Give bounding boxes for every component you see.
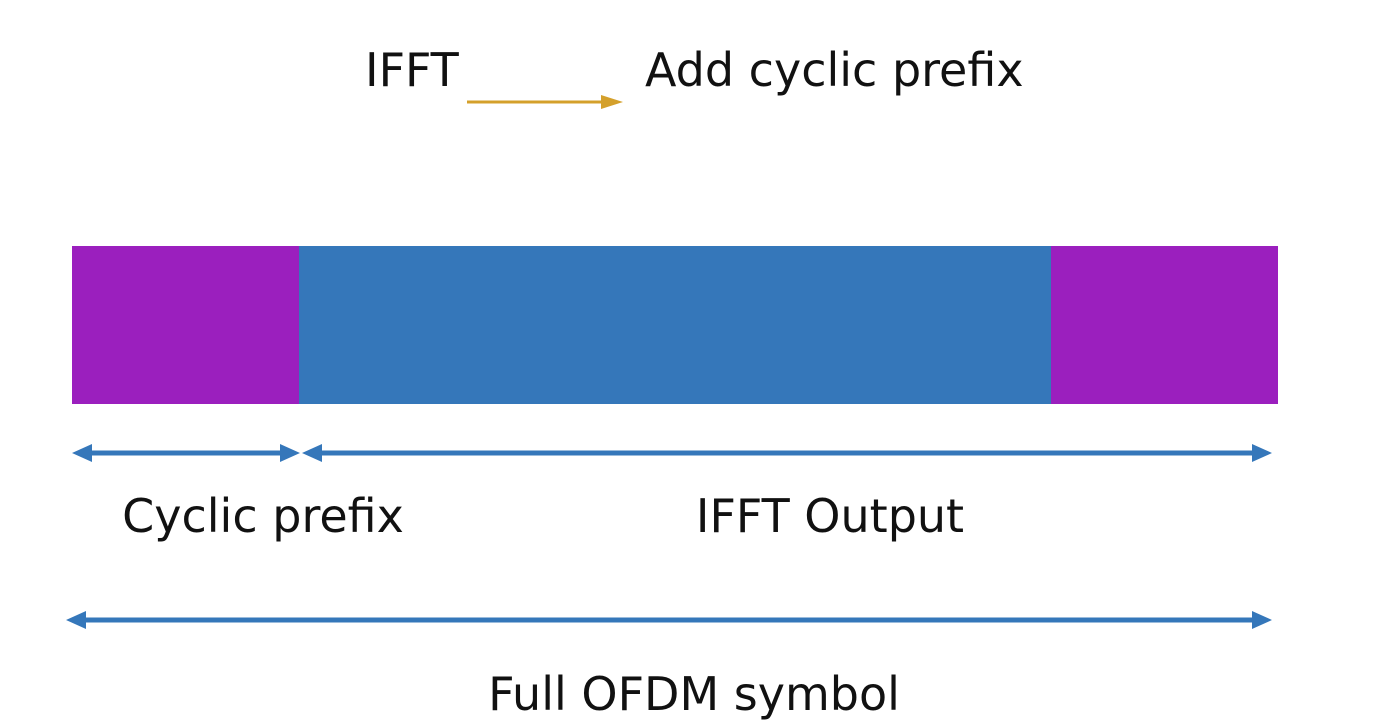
step-add-prefix-label: Add cyclic prefix [645, 43, 1024, 97]
cyclic-prefix-label: Cyclic prefix [122, 489, 404, 543]
ifft-output-label: IFFT Output [695, 489, 965, 543]
full-symbol-span-arrow [66, 611, 1272, 629]
cyclic-prefix-span-arrow [72, 444, 300, 462]
copied-tail-segment [1051, 246, 1278, 404]
flow-arrow-icon [467, 95, 623, 109]
step-ifft-label: IFFT [365, 43, 459, 97]
full-ofdm-symbol-label: Full OFDM symbol [488, 667, 900, 721]
ofdm-symbol-bar [72, 246, 1278, 404]
ifft-output-span-arrow [302, 444, 1272, 462]
flow-arrow-head [601, 95, 623, 109]
ifft-output-segment [299, 246, 1051, 404]
process-flow: IFFT Add cyclic prefix [0, 38, 1388, 109]
cyclic-prefix-segment [72, 246, 299, 404]
